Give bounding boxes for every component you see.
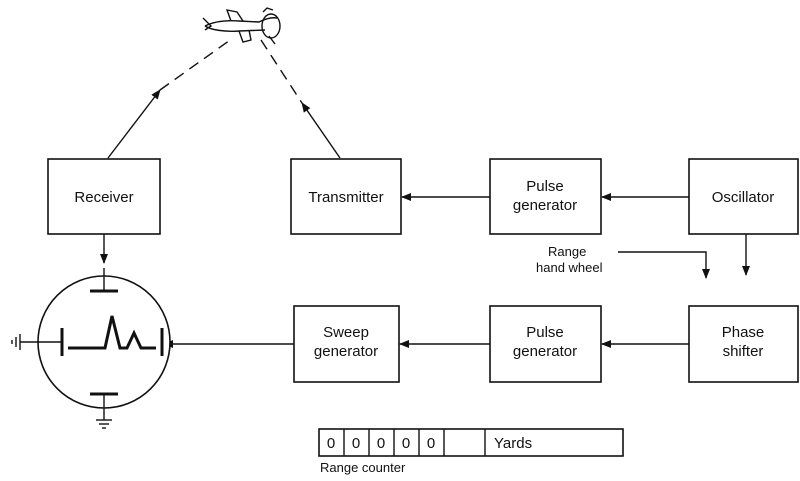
sweep-generator-block: Sweep generator [293, 305, 400, 383]
transmitter-block: Transmitter [290, 158, 402, 235]
receiver-block: Receiver [47, 158, 161, 235]
transmitter-label: Transmitter [308, 189, 383, 206]
oscillator-label: Oscillator [712, 189, 775, 206]
pulse-generator-top-block: Pulse generator [489, 158, 602, 235]
range-hand-wheel-label-1: Range [548, 244, 586, 259]
pulse-generator-bottom-label-1: Pulse [526, 324, 564, 341]
arrow-hand-wheel-to-phase-shifter [618, 251, 710, 279]
pulse-generator-bottom-block: Pulse generator [489, 305, 602, 383]
airplane-icon [202, 7, 281, 45]
counter-digit-4: 0 [402, 435, 410, 452]
sweep-generator-label-2: generator [314, 343, 378, 360]
pulse-generator-top-label-1: Pulse [526, 178, 564, 195]
range-counter-caption: Range counter [320, 460, 406, 475]
range-hand-wheel-label-2: hand wheel [536, 260, 603, 275]
phase-shifter-label-1: Phase [722, 324, 765, 341]
counter-digit-1: 0 [327, 435, 335, 452]
counter-digit-5: 0 [427, 435, 435, 452]
sweep-generator-label-1: Sweep [323, 324, 369, 341]
pulse-generator-top-label-2: generator [513, 197, 577, 214]
receiver-antenna-lead [107, 89, 161, 159]
phase-shifter-block: Phase shifter [688, 305, 799, 383]
phase-shifter-label-2: shifter [723, 343, 764, 360]
transmit-path-dashed [260, 39, 303, 104]
counter-digit-2: 0 [352, 435, 360, 452]
receiver-label: Receiver [74, 189, 133, 206]
pulse-generator-bottom-label-2: generator [513, 343, 577, 360]
echo-path-dashed [159, 37, 234, 91]
oscillator-block: Oscillator [688, 158, 799, 235]
counter-digit-3: 0 [377, 435, 385, 452]
crt-display-icon [20, 268, 171, 420]
counter-unit: Yards [494, 435, 532, 452]
range-counter: 0 0 0 0 0 Yards [318, 428, 624, 457]
transmitter-antenna-lead [301, 102, 341, 159]
ground-icon [11, 334, 112, 429]
